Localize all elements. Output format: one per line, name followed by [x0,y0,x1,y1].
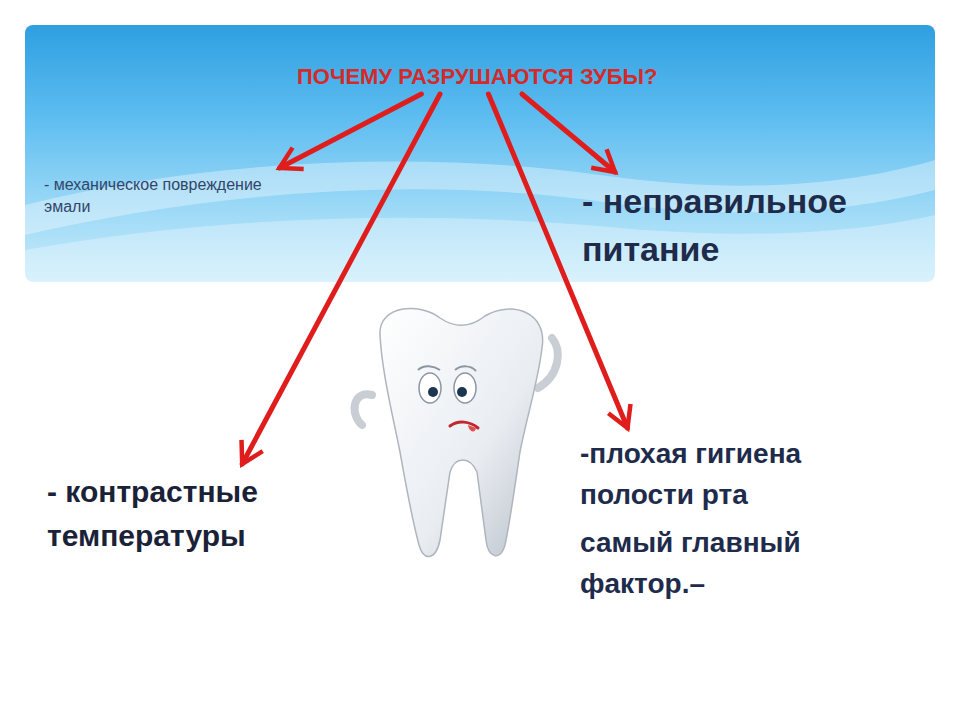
cause-text: - неправильное питание [580,176,930,275]
cause-text: - контрастные температуры [45,468,277,559]
node-text: ПОЧЕМУ РАЗРУШАЮТСЯ ЗУБЫ? [297,64,657,90]
red-arrow [280,94,422,168]
red-arrow [522,94,615,172]
node-text: - неправильное питание [582,178,928,273]
tooth-illustration [355,308,558,556]
node-text: самый главный фактор.– [580,523,906,604]
red-arrow [242,94,440,464]
sky-band [25,25,935,282]
cause-text: -плохая гигиена полости ртасамый главный… [578,432,908,606]
node-text: - контрастные температуры [47,470,275,557]
question-title: ПОЧЕМУ РАЗРУШАЮТСЯ ЗУБЫ? [291,62,663,92]
cause-text: - механическое повреждение эмали [42,172,292,219]
wave [25,215,935,282]
node-text: - механическое повреждение эмали [44,174,290,217]
node-text: -плохая гигиена полости рта [580,434,906,515]
